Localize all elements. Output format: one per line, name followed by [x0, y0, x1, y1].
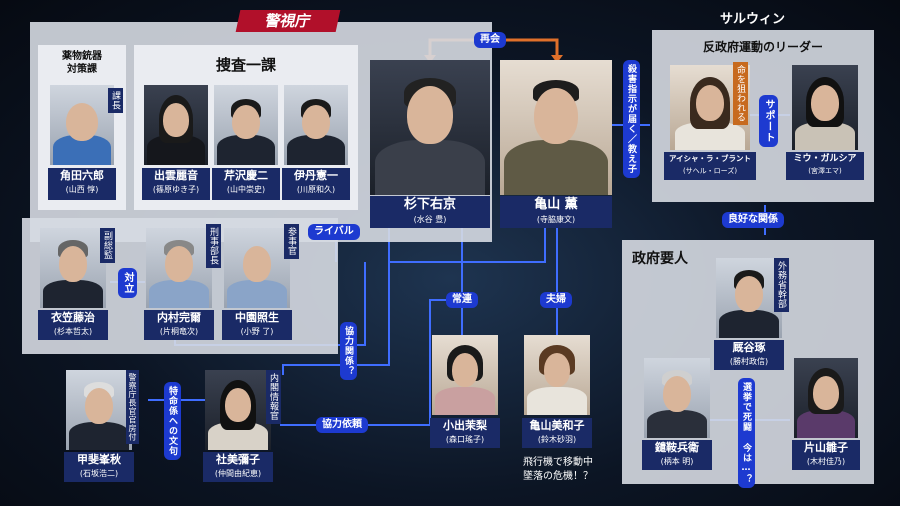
kai-actor: (石坂浩二): [64, 468, 134, 479]
satsugai-label: 殺害指示が届く／教え子: [623, 60, 640, 178]
nakazono-name: 中園照生: [222, 310, 292, 326]
kakuda-role: 課長: [108, 88, 123, 113]
miwako-namebox: 亀山美和子 (鈴木砂羽): [522, 418, 592, 448]
katayama-photo: [794, 358, 858, 438]
kayaya-role: 外務省幹部: [774, 258, 789, 312]
serizawa-namebox: 芹沢慶二 (山中崇史): [212, 168, 280, 200]
kai-role: 警察庁長官官房付: [126, 370, 139, 444]
senkyo-label: 選挙で死闘 今は…？: [738, 378, 755, 488]
yashiro-name: 社美彌子: [203, 452, 273, 468]
itami-namebox: 伊丹憲一 (川原和久): [282, 168, 350, 200]
kakuda-actor: (山西 惇): [48, 184, 116, 196]
sugishita-namebox: 杉下右京 (水谷 豊): [370, 196, 490, 228]
aisha-namebox: アイシャ・ラ・ブラント (サヘル・ローズ): [664, 152, 756, 180]
yashiro-photo: [205, 370, 271, 450]
kai-namebox: 甲斐峯秋 (石坂浩二): [64, 452, 134, 482]
nakazono-photo: [224, 228, 290, 308]
kakuda-name: 角田六郎: [48, 168, 116, 184]
kayaya-photo: [716, 258, 782, 338]
rival-label: ライバル: [308, 224, 360, 240]
sugishita-actor: (水谷 豊): [370, 214, 490, 226]
fufu-label: 夫婦: [540, 292, 572, 308]
katayama-namebox: 片山雛子 (木村佳乃): [792, 440, 860, 470]
sarwin-title: サルウィン: [720, 8, 785, 27]
kyoryoku-irai-label: 協力依頼: [316, 417, 368, 433]
katayama-actor: (木村佳乃): [792, 456, 860, 467]
miwako-actor: (鈴木砂羽): [522, 434, 592, 445]
kai-photo: [66, 370, 132, 450]
tsurugi-name: 鑓鞍兵衛: [642, 440, 712, 456]
nakazono-actor: (小野 了): [222, 326, 292, 337]
crash-caption: 飛行機で移動中 墜落の危機！？: [504, 456, 612, 484]
koide-photo: [432, 335, 498, 415]
koide-actor: (森口瑤子): [430, 434, 500, 445]
uchimura-namebox: 内村完爾 (片桐竜次): [144, 310, 214, 340]
sugishita-name: 杉下右京: [370, 196, 490, 214]
kakuda-photo: [50, 85, 114, 165]
kameyama-actor: (寺脇康文): [500, 214, 612, 226]
serizawa-name: 芹沢慶二: [212, 168, 280, 184]
uchimura-role: 刑事部長: [206, 224, 221, 268]
miu-actor: (宮澤エマ): [786, 166, 864, 177]
izumo-actor: (篠原ゆき子): [142, 184, 210, 196]
kinugasa-namebox: 衣笠藤治 (杉本哲太): [38, 310, 108, 340]
miwako-photo: [524, 335, 590, 415]
tsurugi-actor: (柄本 明): [642, 456, 712, 467]
yashiro-role: 内閣情報官: [266, 370, 281, 424]
izumo-namebox: 出雲麗音 (篠原ゆき子): [142, 168, 210, 200]
miu-name: ミウ・ガルシア: [786, 152, 864, 166]
sugishita-photo: [370, 60, 490, 195]
kayaya-actor: (勝村政信): [714, 356, 784, 367]
kayaya-name: 厩谷琢: [714, 340, 784, 356]
hanseifu-title: 反政府運動のリーダー: [652, 38, 874, 55]
serizawa-actor: (山中崇史): [212, 184, 280, 196]
aisha-actor: (サヘル・ローズ): [664, 166, 756, 177]
joren-label: 常連: [446, 292, 478, 308]
miu-namebox: ミウ・ガルシア (宮澤エマ): [786, 152, 864, 180]
itami-name: 伊丹憲一: [282, 168, 350, 184]
uchimura-actor: (片桐竜次): [144, 326, 214, 337]
miu-photo: [792, 65, 858, 150]
aisha-tag: 命を狙われる: [733, 62, 748, 125]
kayaya-namebox: 厩谷琢 (勝村政信): [714, 340, 784, 370]
tsurugi-namebox: 鑓鞍兵衛 (柄本 明): [642, 440, 712, 470]
serizawa-photo: [214, 85, 278, 165]
kameyama-namebox: 亀山 薫 (寺脇康文): [500, 196, 612, 228]
kameyama-name: 亀山 薫: [500, 196, 612, 214]
nakazono-role: 参事官: [284, 224, 299, 259]
sosa1-title: 捜査一課: [134, 54, 358, 75]
aisha-name: アイシャ・ラ・ブラント: [664, 152, 756, 166]
miwako-name: 亀山美和子: [522, 418, 592, 434]
tsurugi-photo: [644, 358, 710, 438]
kakuda-namebox: 角田六郎 (山西 惇): [48, 168, 116, 200]
izumo-name: 出雲麗音: [142, 168, 210, 184]
saikai-label: 再会: [474, 32, 506, 48]
koide-name: 小出茉梨: [430, 418, 500, 434]
uchimura-photo: [146, 228, 212, 308]
ryoko-label: 良好な関係: [722, 212, 784, 228]
kameyama-photo: [500, 60, 612, 195]
yakubutsu-title: 薬物銃器 対策課: [42, 50, 122, 76]
tairitsu-label: 対立: [118, 268, 137, 298]
kinugasa-role: 副総監: [100, 228, 115, 263]
seifu-title: 政府要人: [632, 248, 688, 268]
kyoryoku-kankei-label: 協力関係？: [340, 322, 357, 380]
koide-namebox: 小出茉梨 (森口瑤子): [430, 418, 500, 448]
uchimura-name: 内村完爾: [144, 310, 214, 326]
katayama-name: 片山雛子: [792, 440, 860, 456]
itami-photo: [284, 85, 348, 165]
kinugasa-name: 衣笠藤治: [38, 310, 108, 326]
itami-actor: (川原和久): [282, 184, 350, 196]
tokumei-label: 特命係への文句: [164, 382, 181, 460]
support-label: サポート: [759, 95, 778, 147]
nakazono-namebox: 中園照生 (小野 了): [222, 310, 292, 340]
kinugasa-photo: [40, 228, 106, 308]
kinugasa-actor: (杉本哲太): [38, 326, 108, 337]
izumo-photo: [144, 85, 208, 165]
yashiro-namebox: 社美彌子 (仲間由紀恵): [203, 452, 273, 482]
keishicho-title: 警視庁: [236, 10, 341, 32]
kai-name: 甲斐峯秋: [64, 452, 134, 468]
yashiro-actor: (仲間由紀恵): [203, 468, 273, 479]
